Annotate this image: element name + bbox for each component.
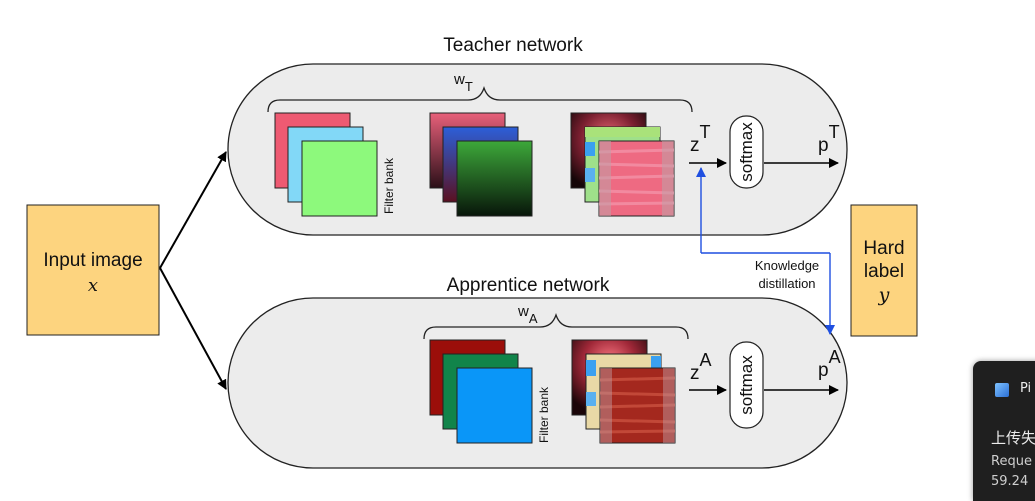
teacher-filter-bank	[274, 112, 378, 217]
teacher-filter-green	[301, 140, 378, 217]
teacher-feature-maps	[429, 112, 533, 217]
hard-label-box	[850, 204, 918, 337]
hard-label-symbol: y	[878, 284, 890, 306]
input-to-teacher-arrow	[159, 151, 227, 269]
distillation-label-line1: Knowledge	[755, 258, 819, 273]
input-to-apprentice-arrow	[159, 267, 227, 390]
notification-body: Reque 59.24	[991, 452, 1032, 492]
teacher-feature-map-3	[456, 140, 533, 217]
teacher-softmax-box	[729, 115, 764, 189]
app-icon	[995, 383, 1009, 397]
apprentice-network-title: Apprentice network	[447, 275, 610, 296]
apprentice-weights-brace	[423, 312, 689, 340]
apprentice-filter-blue	[456, 367, 533, 444]
notification-heading: 上传失	[991, 429, 1035, 447]
apprentice-activation-stack	[571, 339, 676, 444]
teacher-weights-label: wT	[453, 71, 473, 94]
teacher-filter-bank-label: Filter bank	[382, 157, 396, 214]
notification-title: Pi	[1020, 381, 1032, 396]
notification-body-line1: Reque	[991, 454, 1032, 469]
teacher-softmax-label: softmax	[737, 122, 756, 182]
teacher-output-label: pT	[818, 122, 840, 156]
input-image-box	[26, 204, 160, 336]
teacher-weights-brace	[267, 85, 693, 113]
hard-label-line2: label	[864, 261, 904, 282]
teacher-logit-label: zT	[690, 122, 711, 156]
apprentice-logit-label: zA	[690, 350, 712, 384]
input-image-label: Input image	[43, 250, 142, 271]
apprentice-network-container	[227, 297, 848, 469]
hard-label-line1: Hard	[863, 238, 904, 259]
teacher-activation-stack	[570, 112, 675, 217]
notification-body-line2: 59.24	[991, 474, 1029, 489]
apprentice-filter-bank	[429, 339, 533, 444]
notification-popup[interactable]: Pi 上传失 Reque 59.24	[973, 361, 1035, 501]
apprentice-softmax-label: softmax	[737, 355, 756, 415]
teacher-network-container	[227, 63, 848, 236]
apprentice-softmax-box	[729, 341, 764, 429]
teacher-network-title: Teacher network	[443, 35, 583, 56]
apprentice-output-label: pA	[818, 347, 841, 381]
input-image-symbol: x	[88, 275, 98, 296]
apprentice-filter-bank-label: Filter bank	[537, 386, 551, 443]
apprentice-weights-label: wA	[517, 303, 538, 326]
distillation-label-line2: distillation	[758, 276, 815, 291]
